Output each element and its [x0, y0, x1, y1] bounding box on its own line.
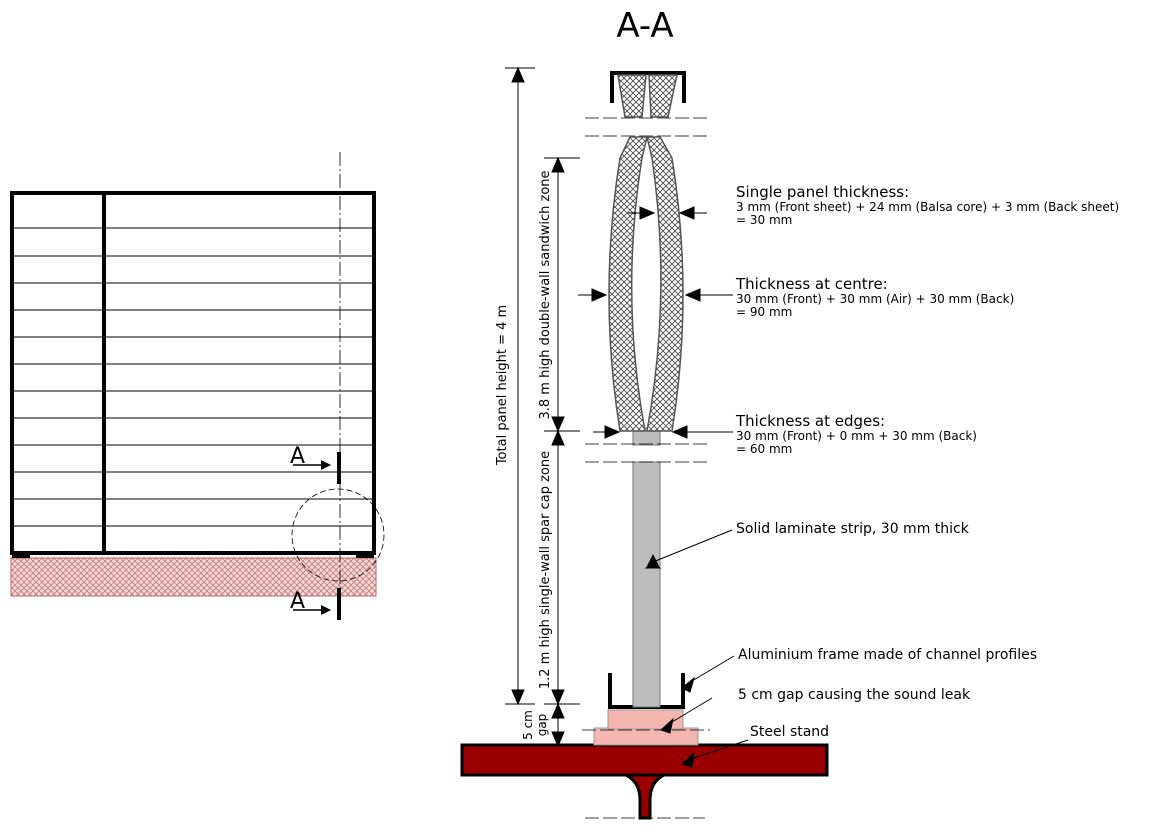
single-wall-label: 1.2 m high single-wall spar cap zone — [538, 451, 553, 689]
annotation-edges: Thickness at edges: 30 mm (Front) + 0 mm… — [735, 412, 977, 456]
section-mark-bottom: A — [290, 589, 305, 614]
foot-right — [356, 553, 374, 558]
panel-outline — [10, 191, 376, 555]
dim-total-height — [505, 66, 535, 706]
foot-left — [12, 553, 30, 558]
front-view: A A — [10, 152, 385, 620]
edges-line2: = 60 mm — [736, 442, 792, 456]
top-cap — [610, 71, 686, 118]
total-height-label: Total panel height = 4 m — [495, 305, 510, 466]
section-title: A-A — [616, 6, 673, 46]
single-panel-heading: Single panel thickness: — [736, 183, 909, 201]
gap-label-1: 5 cm — [521, 710, 535, 740]
stand-label: Steel stand — [750, 724, 829, 740]
dim-single-wall — [544, 429, 580, 706]
single-panel-line2: = 30 mm — [736, 213, 792, 227]
laminate-label: Solid laminate strip, 30 mm thick — [736, 521, 970, 537]
base-hatch — [10, 557, 377, 597]
annotation-centre: Thickness at centre: 30 mm (Front) + 30 … — [735, 275, 1014, 319]
gap-leak-label: 5 cm gap causing the sound leak — [738, 687, 971, 703]
thickness-arrows — [578, 206, 733, 439]
centre-line1: 30 mm (Front) + 30 mm (Air) + 30 mm (Bac… — [736, 292, 1014, 306]
break-lines — [582, 117, 710, 731]
gap-label-2: gap — [535, 714, 549, 737]
annotation-single-panel: Single panel thickness: 3 mm (Front shee… — [736, 183, 1119, 227]
dim-gap — [544, 702, 575, 748]
edges-heading: Thickness at edges: — [735, 412, 885, 430]
double-wall-label: 3.8 m high double-wall sandwich zone — [538, 170, 553, 419]
panel-strips — [12, 227, 374, 527]
edges-line1: 30 mm (Front) + 0 mm + 30 mm (Back) — [736, 429, 977, 443]
centre-heading: Thickness at centre: — [735, 275, 888, 293]
back-sandwich-panel — [646, 136, 684, 432]
steel-stand — [460, 743, 829, 820]
laminate-strip — [632, 461, 661, 708]
detail-circle — [291, 488, 385, 582]
centre-line2: = 90 mm — [736, 305, 792, 319]
section-mark-top: A — [290, 444, 305, 469]
single-panel-line1: 3 mm (Front sheet) + 24 mm (Balsa core) … — [736, 200, 1119, 214]
frame-label: Aluminium frame made of channel profiles — [738, 647, 1037, 663]
gap-block — [593, 709, 699, 746]
front-sandwich-panel — [608, 136, 648, 432]
dim-double-wall — [544, 156, 580, 433]
